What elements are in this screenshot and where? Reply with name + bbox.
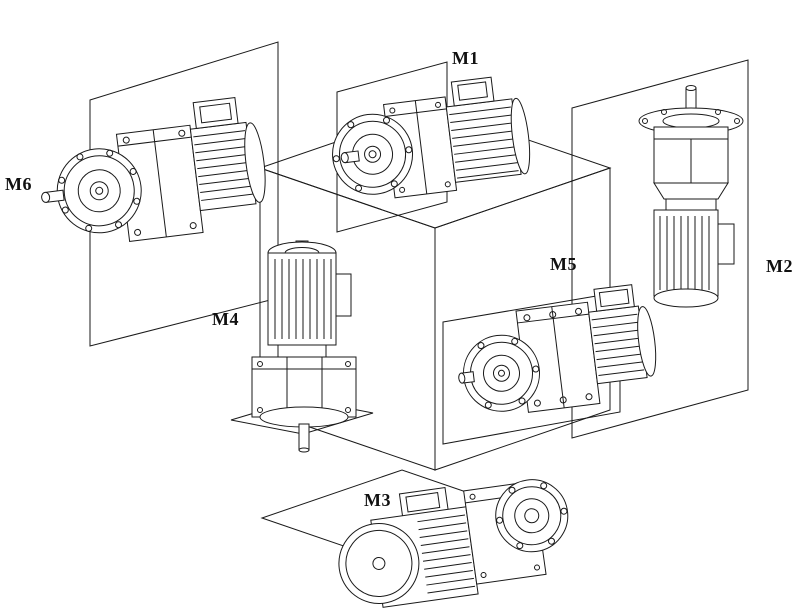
m4-output-shaft (298, 423, 310, 451)
label-m4: M4 (212, 309, 239, 329)
m5-gearbox-bolts (523, 307, 593, 407)
m1-terminal-box (450, 76, 495, 107)
m4-gearbox-bolts (257, 361, 351, 413)
m3-motor-fins (417, 514, 476, 594)
gearmotor-m3 (338, 479, 569, 608)
m5-output-flange (462, 334, 540, 412)
mounting-plane-m1 (336, 61, 448, 233)
gearmotor-m4 (251, 240, 357, 453)
mounting-plane-m5 (442, 291, 621, 445)
gearmotor-m6 (41, 97, 266, 243)
m2-motor-body (653, 209, 719, 297)
m4-motor-body (267, 252, 337, 346)
m6-fan-cover (244, 122, 266, 203)
m5-fan-cover (637, 306, 657, 377)
m2-adapter (665, 198, 717, 211)
orientation-cube (258, 107, 612, 471)
label-m6: M6 (5, 174, 32, 194)
m1-gearbox-bolts (389, 101, 451, 193)
m3-fan-cover (338, 522, 420, 604)
label-m2: M2 (766, 256, 793, 276)
m6-gearbox-bolts (122, 129, 197, 236)
m4-terminal-box (335, 273, 352, 317)
label-m3: M3 (364, 490, 391, 510)
label-m1: M1 (452, 48, 479, 68)
m1-motor-fins (449, 106, 519, 179)
m5-terminal-box (593, 284, 635, 312)
gearmotor-m5 (458, 284, 657, 413)
gearmotor-m2 (638, 85, 744, 308)
m5-motor-fins (591, 313, 645, 376)
m1-fan-cover (510, 97, 531, 175)
m1-output-flange (332, 113, 414, 195)
m4-adapter (277, 344, 327, 358)
m3-output-flange (495, 479, 569, 553)
gearmotor-m1 (332, 76, 531, 199)
label-m5: M5 (550, 254, 577, 274)
m6-motor-fins (193, 130, 253, 201)
m6-terminal-box (192, 97, 239, 130)
m2-motor-fins (659, 216, 710, 290)
cube-right-face (434, 167, 611, 471)
m2-fan-cover (653, 288, 719, 308)
m2-terminal-box (717, 223, 735, 265)
m4-motor-fins (274, 259, 332, 339)
